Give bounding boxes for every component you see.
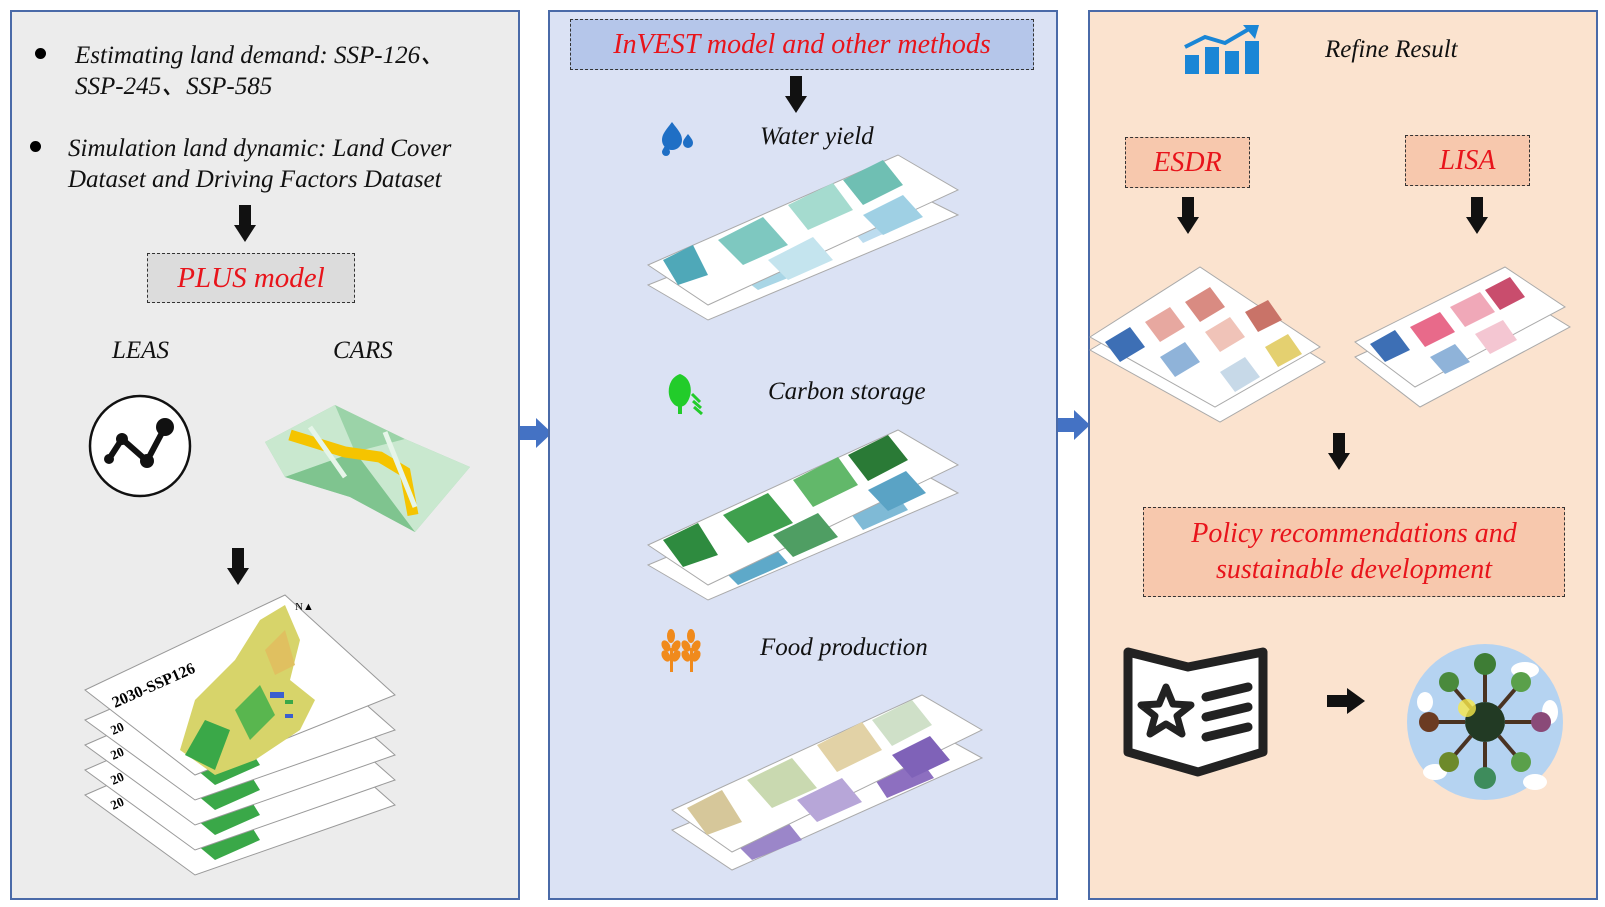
food-production-label: Food production [760, 634, 928, 661]
down-arrow-icon [227, 548, 249, 585]
down-arrow-icon [234, 205, 256, 242]
map-sheet-front [646, 154, 960, 306]
earth-trees-icon [1407, 644, 1563, 800]
water-yield-map-stack [646, 154, 960, 321]
esdr-map-stack [1088, 266, 1326, 423]
right-arrow-icon [520, 418, 552, 448]
invest-model-label: InVEST model and other methods [613, 28, 991, 60]
leaf-icon [668, 374, 703, 416]
land-demand-line1: Estimating land demand: SSP-126、 [75, 42, 446, 69]
carbon-storage-label: Carbon storage [768, 378, 926, 405]
down-arrow-icon [1177, 197, 1199, 234]
esdr-label: ESDR [1153, 146, 1222, 178]
policy-line2: sustainable development [1215, 554, 1493, 585]
policy-book-icon [1123, 647, 1268, 777]
land-demand-line2: SSP-245、SSP-585 [75, 73, 273, 100]
land-cover-map-stack: 20 20 20 20 2030-SSP126 N▲ [83, 594, 396, 876]
map-folded-icon [265, 405, 470, 532]
svg-text:20: 20 [108, 794, 126, 813]
carbon-storage-map-stack [646, 429, 960, 601]
map-sheet-1: 2030-SSP126 N▲ [84, 594, 396, 776]
svg-text:20: 20 [108, 719, 126, 738]
land-dynamic-text: Simulation land dynamic: Land Cover Data… [68, 133, 451, 195]
food-production-map-stack [670, 694, 984, 871]
bullet-icon [30, 141, 41, 152]
map-legend [285, 700, 293, 718]
lisa-label: LISA [1439, 144, 1496, 176]
plus-model-label: PLUS model [177, 261, 325, 294]
lisa-map-stack [1354, 266, 1572, 408]
down-arrow-icon [785, 76, 807, 113]
cars-label: CARS [333, 337, 393, 364]
bar-chart-up-icon [1184, 25, 1259, 74]
leas-label: LEAS [112, 337, 169, 364]
land-dynamic-line2: Dataset and Driving Factors Dataset [68, 166, 442, 193]
map-sheet-front [1089, 266, 1321, 408]
bullet-icon [35, 48, 46, 59]
invest-model-box: InVEST model and other methods [570, 19, 1034, 70]
down-arrow-icon [1466, 197, 1488, 234]
land-demand-text: Estimating land demand: SSP-126、 SSP-245… [75, 40, 445, 102]
refine-result-title: Refine Result [1325, 36, 1458, 63]
right-arrow-icon [1058, 410, 1090, 440]
north-arrow-icon: N▲ [295, 601, 314, 613]
map-sheet-front [670, 694, 984, 853]
right-arrow-icon [1327, 688, 1365, 714]
map-sheet-front [646, 429, 960, 586]
land-dynamic-line1: Simulation land dynamic: Land Cover [68, 135, 452, 162]
water-drops-icon [662, 122, 693, 156]
svg-text:20: 20 [108, 744, 126, 763]
plus-model-box: PLUS model [147, 253, 355, 303]
esdr-box: ESDR [1125, 137, 1250, 188]
lisa-box: LISA [1405, 135, 1530, 186]
wheat-icon [661, 629, 701, 672]
policy-line1: Policy recommendations and [1191, 518, 1517, 549]
network-icon [88, 394, 192, 498]
water-yield-label: Water yield [760, 123, 874, 150]
policy-box: Policy recommendations and sustainable d… [1143, 507, 1565, 597]
svg-text:20: 20 [108, 769, 126, 788]
down-arrow-icon [1328, 433, 1350, 470]
map-sheet-front [1354, 266, 1566, 388]
